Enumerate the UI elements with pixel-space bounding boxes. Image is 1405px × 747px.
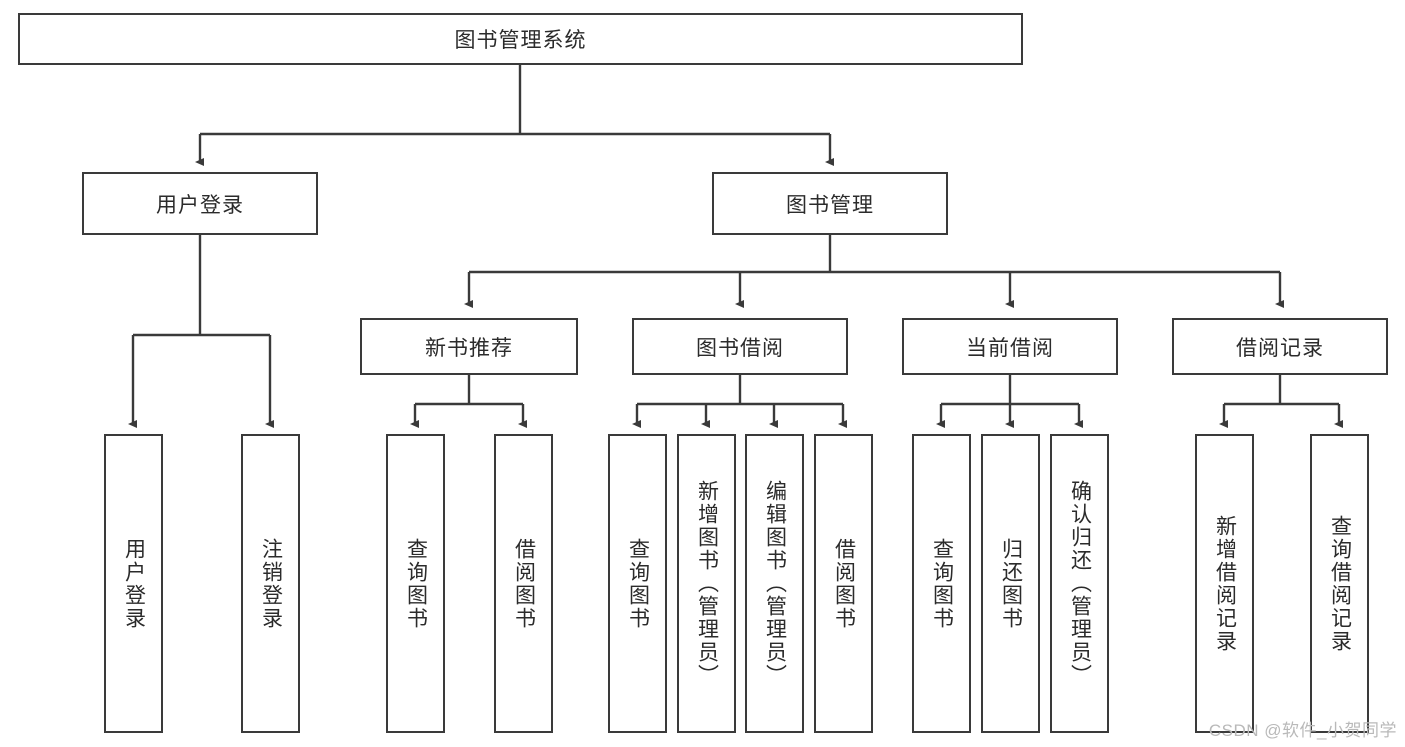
leaf-book-borrow-edit[interactable]: 编辑图书（管理员） — [745, 434, 804, 733]
leaf-borrow-record-add[interactable]: 新增借阅记录 — [1195, 434, 1254, 733]
node-book-management-label: 图书管理 — [786, 193, 874, 217]
node-book-management[interactable]: 图书管理 — [712, 172, 948, 235]
leaf-user-login-signin[interactable]: 用户登录 — [104, 434, 163, 733]
leaf-label: 注销登录 — [259, 537, 283, 630]
leaf-label: 查询图书 — [930, 537, 954, 630]
node-book-borrow-label: 图书借阅 — [696, 336, 784, 360]
node-current-borrow[interactable]: 当前借阅 — [902, 318, 1118, 375]
watermark: CSDN @软件_小贺同学 — [1208, 721, 1397, 740]
leaf-current-borrow-return[interactable]: 归还图书 — [981, 434, 1040, 733]
node-root[interactable]: 图书管理系统 — [18, 13, 1023, 65]
leaf-current-borrow-confirm[interactable]: 确认归还（管理员） — [1050, 434, 1109, 733]
leaf-label: 查询图书 — [626, 537, 650, 630]
leaf-label: 用户登录 — [122, 537, 146, 630]
node-user-login-label: 用户登录 — [156, 193, 244, 217]
node-borrow-record-label: 借阅记录 — [1236, 336, 1324, 360]
node-root-label: 图书管理系统 — [454, 29, 587, 52]
leaf-label: 归还图书 — [999, 537, 1023, 630]
leaf-label: 编辑图书（管理员） — [763, 480, 787, 687]
leaf-book-borrow-borrow[interactable]: 借阅图书 — [814, 434, 873, 733]
node-borrow-record[interactable]: 借阅记录 — [1172, 318, 1388, 375]
leaf-borrow-record-query[interactable]: 查询借阅记录 — [1310, 434, 1369, 733]
leaf-new-book-query[interactable]: 查询图书 — [386, 434, 445, 733]
leaf-label: 借阅图书 — [512, 537, 536, 630]
leaf-label: 确认归还（管理员） — [1068, 480, 1092, 687]
leaf-book-borrow-add[interactable]: 新增图书（管理员） — [677, 434, 736, 733]
node-new-book-recommend[interactable]: 新书推荐 — [360, 318, 578, 375]
leaf-label: 新增借阅记录 — [1213, 514, 1237, 653]
leaf-label: 借阅图书 — [832, 537, 856, 630]
node-new-book-recommend-label: 新书推荐 — [425, 336, 513, 360]
node-current-borrow-label: 当前借阅 — [966, 336, 1054, 360]
leaf-current-borrow-query[interactable]: 查询图书 — [912, 434, 971, 733]
leaf-book-borrow-query[interactable]: 查询图书 — [608, 434, 667, 733]
leaf-new-book-borrow[interactable]: 借阅图书 — [494, 434, 553, 733]
node-user-login[interactable]: 用户登录 — [82, 172, 318, 235]
node-book-borrow[interactable]: 图书借阅 — [632, 318, 848, 375]
leaf-label: 查询图书 — [404, 537, 428, 630]
leaf-label: 查询借阅记录 — [1328, 514, 1352, 653]
leaf-user-login-signout[interactable]: 注销登录 — [241, 434, 300, 733]
leaf-label: 新增图书（管理员） — [695, 480, 719, 687]
